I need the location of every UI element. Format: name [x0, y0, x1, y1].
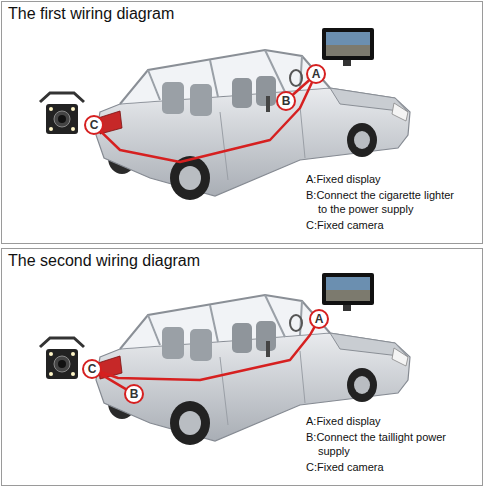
legend-note: C:Fixed camera	[306, 460, 456, 474]
legend-note: A:Fixed display	[306, 172, 456, 186]
panel-title: The first wiring diagram	[2, 2, 482, 23]
callout-circle: A	[306, 64, 326, 84]
legend-note: B:Connect the taillight power supply	[306, 430, 456, 458]
callout-circle: B	[276, 91, 296, 111]
callout-letter: B	[130, 388, 139, 400]
diagram-panel: The second wiring diagramA C B A:Fixed disp…	[1, 248, 483, 486]
callout-circle: B	[124, 384, 144, 404]
legend-note: A:Fixed display	[306, 414, 456, 428]
wire	[101, 374, 126, 389]
callout-letter: A	[315, 313, 324, 325]
diagram-panel: The first wiring diagramA B C A:Fixed displ…	[1, 1, 483, 244]
callout-letter: A	[312, 68, 321, 80]
wire	[293, 81, 308, 95]
callout-letter: C	[88, 363, 97, 375]
callout-circle: C	[84, 115, 104, 135]
callout-letter: B	[282, 95, 291, 107]
callout-circle: C	[82, 359, 102, 379]
callout-letter: C	[90, 119, 99, 131]
wire	[101, 83, 312, 162]
legend-note: B:Connect the cigarette lighter to the p…	[306, 188, 456, 216]
panel-title: The second wiring diagram	[2, 249, 482, 270]
wire	[101, 328, 314, 380]
callout-circle: A	[309, 309, 329, 329]
legend-note: C:Fixed camera	[306, 218, 456, 232]
